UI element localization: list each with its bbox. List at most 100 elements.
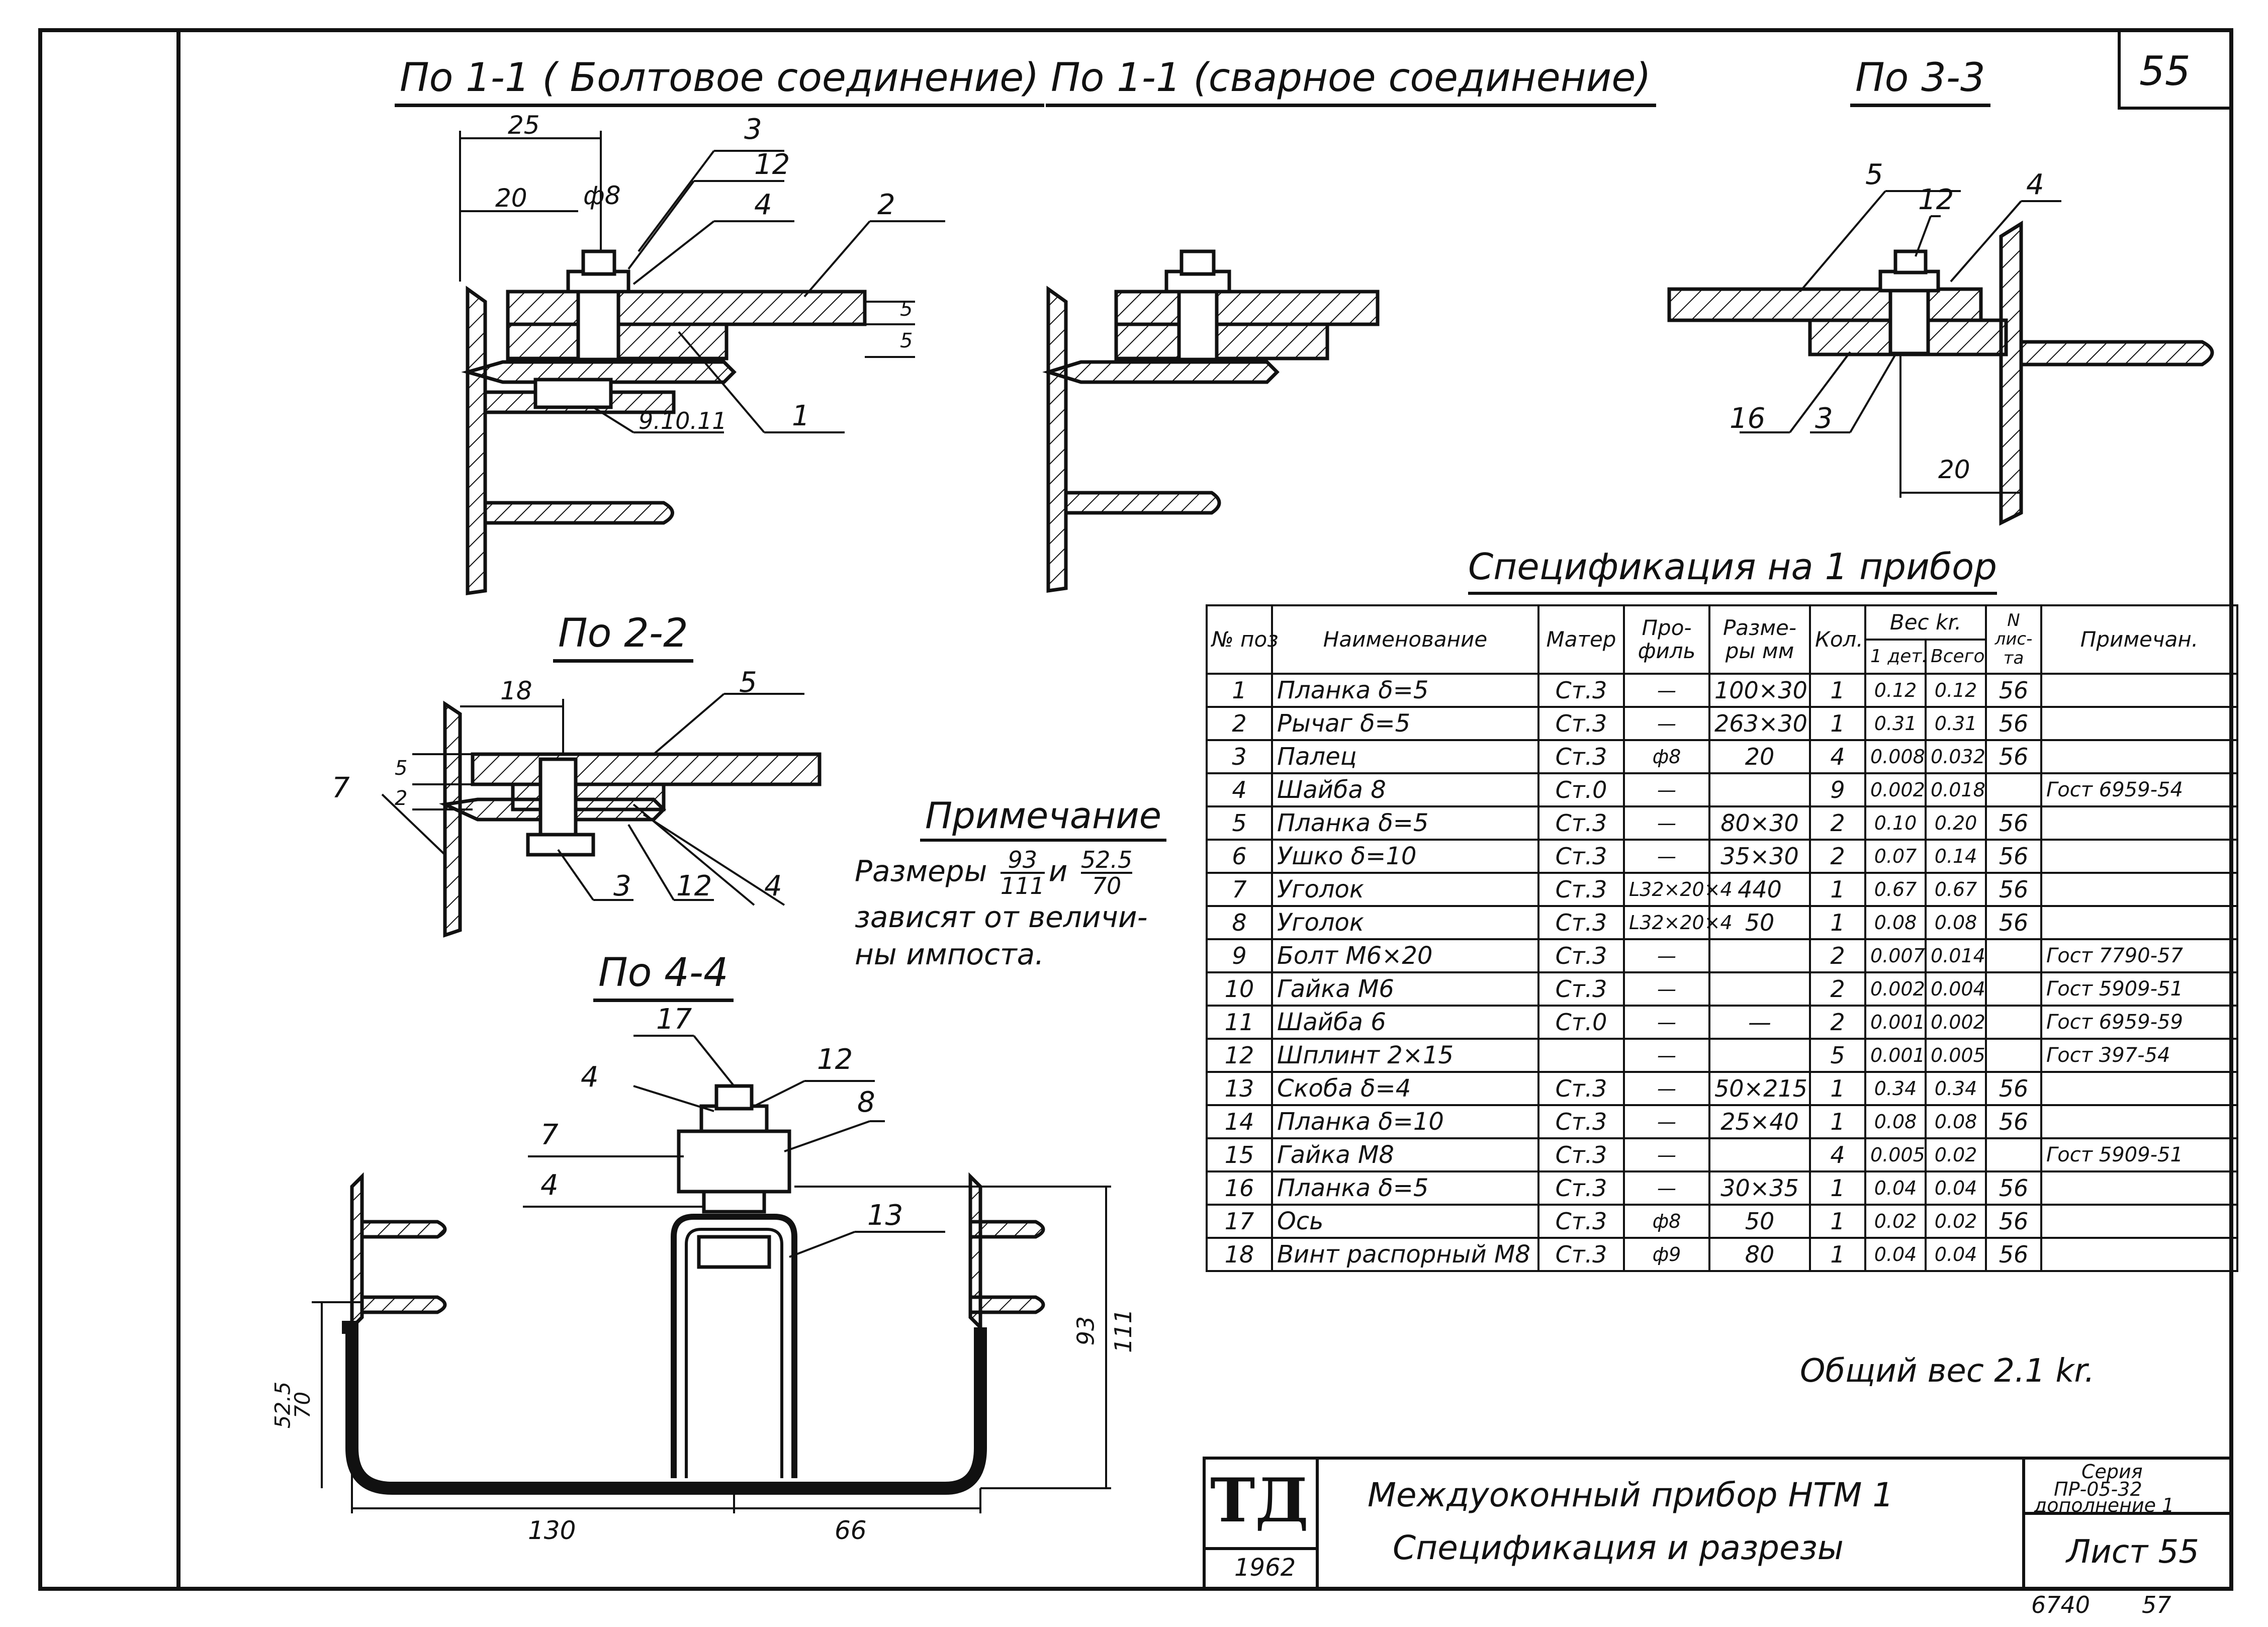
- spec-cell-size: 35×30: [1708, 839, 1811, 874]
- header-sheet: N лис-та: [1985, 604, 2042, 675]
- callout: 4: [2026, 168, 2044, 201]
- spec-cell-size: [1708, 1137, 1811, 1172]
- spec-cell-w_part: 0.10: [1864, 805, 1927, 841]
- spec-cell-profile: —: [1623, 1071, 1710, 1106]
- spec-cell-sheet: [1985, 772, 2042, 807]
- view-33-title: По 3-3: [1850, 55, 1990, 107]
- spec-cell-pos: 12: [1206, 1038, 1273, 1073]
- title-block-year: 1962: [1234, 1554, 1296, 1582]
- note-and: и: [1048, 854, 1068, 888]
- spec-cell-w_total: 0.032: [1925, 739, 1987, 774]
- spec-cell-name: Планка δ=10: [1271, 1104, 1539, 1139]
- callout: 3: [744, 113, 762, 146]
- spec-cell-w_part: 0.08: [1864, 905, 1927, 940]
- spec-cell-profile: —: [1623, 1104, 1710, 1139]
- view-welded-title: По 1-1 (сварное соединение): [1046, 55, 1656, 107]
- dim-label: 25: [508, 111, 540, 140]
- spec-cell-sheet: 56: [1985, 805, 2042, 841]
- spec-cell-qty: 2: [1809, 1005, 1866, 1040]
- spec-cell-w_part: 0.007: [1864, 938, 1927, 973]
- spec-cell-profile: —: [1623, 805, 1710, 841]
- spec-cell-qty: 2: [1809, 805, 1866, 841]
- title-block-sheet: Лист 55: [2066, 1533, 2199, 1571]
- spec-cell-w_part: 0.12: [1864, 673, 1927, 708]
- spec-cell-qty: 2: [1809, 971, 1866, 1007]
- spec-cell-name: Ось: [1271, 1204, 1539, 1239]
- dim-label: ф8: [583, 181, 621, 210]
- spec-cell-w_total: 0.02: [1925, 1137, 1987, 1172]
- spec-cell-w_total: 0.08: [1925, 905, 1987, 940]
- spec-cell-w_total: 0.31: [1925, 706, 1987, 741]
- series-line-1: Серия: [2081, 1461, 2143, 1483]
- title-block-line-1: Междуоконный прибор НТМ 1: [1368, 1476, 1894, 1514]
- spec-cell-pos: 6: [1206, 839, 1273, 874]
- spec-cell-w_total: 0.005: [1925, 1038, 1987, 1073]
- spec-cell-sheet: 56: [1985, 839, 2042, 874]
- view-44-title: По 4-4: [593, 950, 734, 1002]
- dim-label: 2: [395, 787, 408, 810]
- spec-cell-name: Шплинт 2×15: [1271, 1038, 1539, 1073]
- callout: 12: [1918, 184, 1954, 216]
- spec-cell-size: 80: [1708, 1237, 1811, 1272]
- spec-cell-pos: 7: [1206, 872, 1273, 907]
- spec-subheader-row: 1 дет. Всего: [1207, 639, 2237, 675]
- spec-cell-w_part: 0.002: [1864, 971, 1927, 1007]
- spec-cell-w_total: 0.04: [1925, 1170, 1987, 1206]
- spec-title: Спецификация на 1 прибор: [1468, 546, 1997, 595]
- spec-cell-material: [1537, 1038, 1625, 1073]
- td-logo: ТД: [1210, 1465, 1309, 1536]
- spec-cell-profile: —: [1623, 706, 1710, 741]
- spec-cell-note: [2040, 673, 2238, 708]
- header-weight-total: Всего: [1925, 639, 1987, 675]
- spec-cell-name: Скоба δ=4: [1271, 1071, 1539, 1106]
- dim-label: 93: [1072, 1316, 1100, 1346]
- note-prefix: Размеры: [855, 854, 987, 888]
- spec-cell-name: Ушко δ=10: [1271, 839, 1539, 874]
- spec-cell-pos: 1: [1206, 673, 1273, 708]
- spec-cell-profile: —: [1623, 971, 1710, 1007]
- spec-cell-qty: 1: [1809, 905, 1866, 940]
- view-22-title: По 2-2: [553, 611, 693, 663]
- spec-cell-material: Ст.3: [1537, 839, 1625, 874]
- spec-cell-w_part: 0.31: [1864, 706, 1927, 741]
- spec-cell-profile: ф8: [1623, 739, 1710, 774]
- header-size: Разме-ры мм: [1708, 604, 1811, 675]
- total-weight: Общий вес 2.1 kr.: [1800, 1352, 2095, 1390]
- spec-cell-qty: 1: [1809, 1071, 1866, 1106]
- spec-cell-size: 80×30: [1708, 805, 1811, 841]
- spec-cell-material: Ст.0: [1537, 1005, 1625, 1040]
- spec-cell-w_part: 0.67: [1864, 872, 1927, 907]
- view-bolted-geometry: [459, 131, 945, 596]
- spec-cell-pos: 2: [1206, 706, 1273, 741]
- spec-cell-w_total: 0.04: [1925, 1237, 1987, 1272]
- spec-cell-profile: L32×20×4: [1623, 905, 1733, 940]
- spec-cell-note: Гост 5909-51: [2040, 1137, 2238, 1172]
- spec-cell-note: Гост 7790-57: [2040, 938, 2238, 973]
- spec-cell-w_part: 0.07: [1864, 839, 1927, 874]
- callout: 4: [764, 870, 782, 902]
- spec-cell-sheet: 56: [1985, 1071, 2042, 1106]
- spec-cell-sheet: 56: [1985, 872, 2042, 907]
- spec-cell-profile: ф8: [1623, 1204, 1710, 1239]
- spec-cell-pos: 4: [1206, 772, 1273, 807]
- title-block-frame: [1203, 1457, 2233, 1590]
- spec-cell-qty: 9: [1809, 772, 1866, 807]
- fraction-bottom: 70: [1092, 872, 1122, 900]
- spec-cell-pos: 16: [1206, 1170, 1273, 1206]
- spec-cell-material: Ст.3: [1537, 805, 1625, 841]
- spec-cell-profile: —: [1623, 1005, 1710, 1040]
- view-33-geometry: [1667, 190, 2214, 526]
- spec-cell-note: [2040, 805, 2238, 841]
- stamp-order: 6740: [2031, 1591, 2091, 1618]
- spec-cell-sheet: 56: [1985, 1204, 2042, 1239]
- spec-cell-pos: 13: [1206, 1071, 1273, 1106]
- spec-cell-material: Ст.3: [1537, 739, 1625, 774]
- spec-cell-size: [1708, 772, 1811, 807]
